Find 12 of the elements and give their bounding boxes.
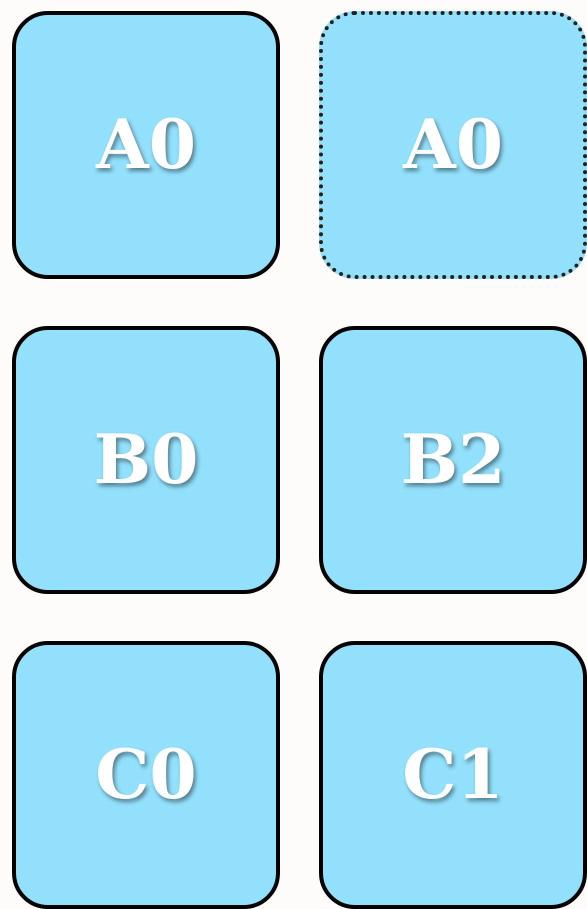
rounded-box — [12, 11, 280, 279]
box-label: B2 — [400, 420, 506, 500]
box-label: A0 — [402, 105, 504, 185]
rounded-box — [12, 326, 280, 594]
box-label: A0 — [96, 105, 196, 185]
rounded-box — [319, 641, 587, 909]
rounded-box — [12, 641, 280, 909]
rounded-box — [319, 326, 587, 594]
box-label: C0 — [95, 735, 197, 815]
box-label: B0 — [94, 420, 198, 500]
box-label: C1 — [402, 735, 504, 815]
rounded-box — [319, 11, 587, 279]
